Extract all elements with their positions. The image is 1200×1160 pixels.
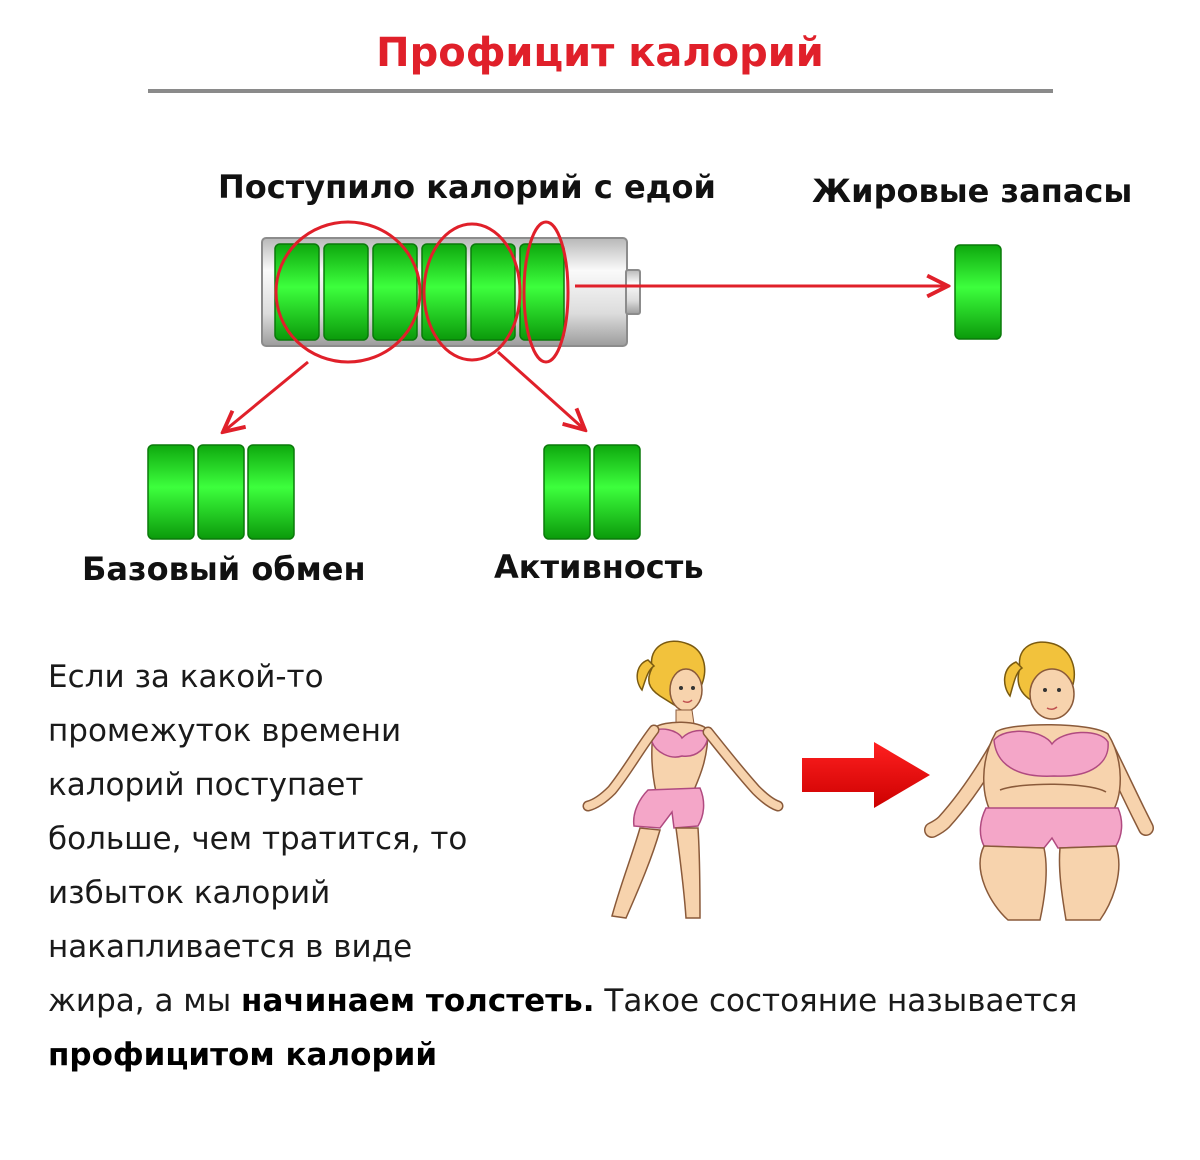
description-line: избыток калорий: [48, 875, 331, 911]
label-fat-reserves: Жировые запасы: [812, 172, 1133, 210]
bmr-selection-ellipse: [274, 220, 422, 364]
label-basal-metabolism: Базовый обмен: [82, 550, 366, 588]
arrow-to-bmr: [223, 360, 309, 432]
description-line: накапливается в виде: [48, 929, 413, 965]
emphasis-calorie-surplus: профицитом калорий: [48, 1037, 438, 1073]
description-conclusion: жира, а мы начинаем толстеть. Такое сост…: [48, 974, 1148, 1082]
activity-selection-ellipse: [422, 222, 522, 362]
activity-cells: [543, 444, 641, 540]
label-activity: Активность: [494, 548, 704, 586]
activity-energy-cell: [593, 444, 641, 540]
title-divider: [148, 89, 1053, 93]
slim-woman-figure: [582, 640, 784, 919]
description-line: калорий поступает: [48, 767, 364, 803]
red-arrow-right-icon: [802, 742, 930, 808]
arrow-to-activity: [496, 350, 585, 430]
bmr-energy-cell: [147, 444, 195, 540]
description-part: Такое состояние называется: [594, 983, 1078, 1019]
battery-energy-cell: [470, 243, 516, 341]
battery-energy-cell: [323, 243, 369, 341]
battery-energy-cell: [421, 243, 467, 341]
bmr-energy-cell: [247, 444, 295, 540]
description-text: Если за какой-то промежуток времени кало…: [48, 650, 1158, 1082]
surplus-selection-ellipse: [522, 220, 570, 364]
description-line: Если за какой-то: [48, 659, 324, 695]
page-title: Профицит калорий: [376, 30, 824, 76]
description-part: жира, а мы: [48, 983, 242, 1019]
battery-icon: [261, 237, 641, 347]
activity-energy-cell: [543, 444, 591, 540]
emphasis-start-gaining-weight: начинаем толстеть.: [241, 983, 595, 1019]
description-line: больше, чем тратится, то: [48, 821, 468, 857]
description-line: промежуток времени: [48, 713, 402, 749]
bmr-cells: [147, 444, 295, 540]
fat-cells: [954, 244, 1002, 340]
label-calorie-intake: Поступило калорий с едой: [218, 168, 716, 206]
overweight-woman-figure: [924, 641, 1154, 921]
bmr-energy-cell: [197, 444, 245, 540]
fat-energy-cell: [954, 244, 1002, 340]
battery-energy-cell: [372, 243, 418, 341]
battery-energy-cell: [274, 243, 320, 341]
